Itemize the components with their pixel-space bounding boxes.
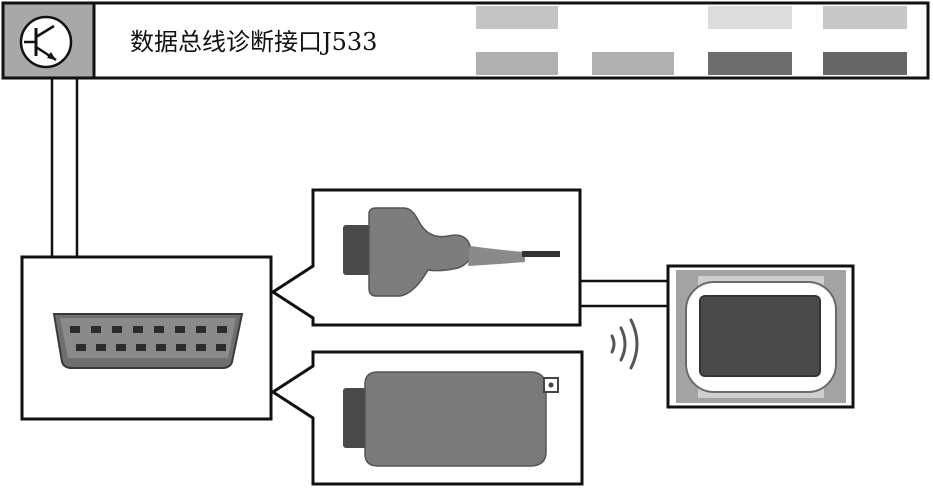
obd-pin — [216, 344, 226, 351]
header-swatches — [476, 6, 907, 75]
obd-pin — [96, 344, 106, 351]
obd-pin — [175, 326, 185, 333]
swatch-bottom-4 — [823, 52, 907, 75]
swatch-top-3 — [708, 6, 792, 29]
swatch-bottom-2 — [592, 52, 674, 75]
obd-pin — [91, 326, 101, 333]
cable-connector-icon — [343, 207, 560, 297]
obd-pin — [116, 344, 126, 351]
obd-pin — [70, 326, 80, 333]
header-bar — [1, 1, 930, 80]
swatch-bottom-3 — [708, 52, 792, 75]
header-title: 数据总线诊断接口J533 — [130, 28, 378, 56]
bus-wires — [50, 78, 79, 258]
obd-pin — [136, 344, 146, 351]
obd-pin — [112, 326, 122, 333]
wireless-connector-callout — [270, 350, 584, 486]
diagnostic-tester-icon — [676, 270, 846, 403]
obd-pin — [196, 344, 206, 351]
obd-socket-icon — [52, 313, 244, 369]
tester-cable — [580, 279, 668, 308]
obd-pin — [133, 326, 143, 333]
diagnostic-tester-box — [666, 264, 855, 409]
swatch-bottom-1 — [476, 52, 558, 75]
swatch-top-4 — [823, 6, 907, 29]
swatch-top-1 — [476, 6, 558, 29]
obd-pin — [176, 344, 186, 351]
obd-pin — [76, 344, 86, 351]
swatch-top-2 — [592, 6, 674, 29]
obd-pin — [154, 326, 164, 333]
wireless-signal-icon — [610, 318, 639, 370]
obd-pin — [217, 326, 227, 333]
obd-socket-box — [20, 255, 273, 421]
cable-connector-callout — [270, 188, 582, 327]
transistor-icon — [19, 15, 73, 69]
obd-pin — [196, 326, 206, 333]
wireless-dongle-icon — [343, 371, 559, 467]
obd-pin — [156, 344, 166, 351]
